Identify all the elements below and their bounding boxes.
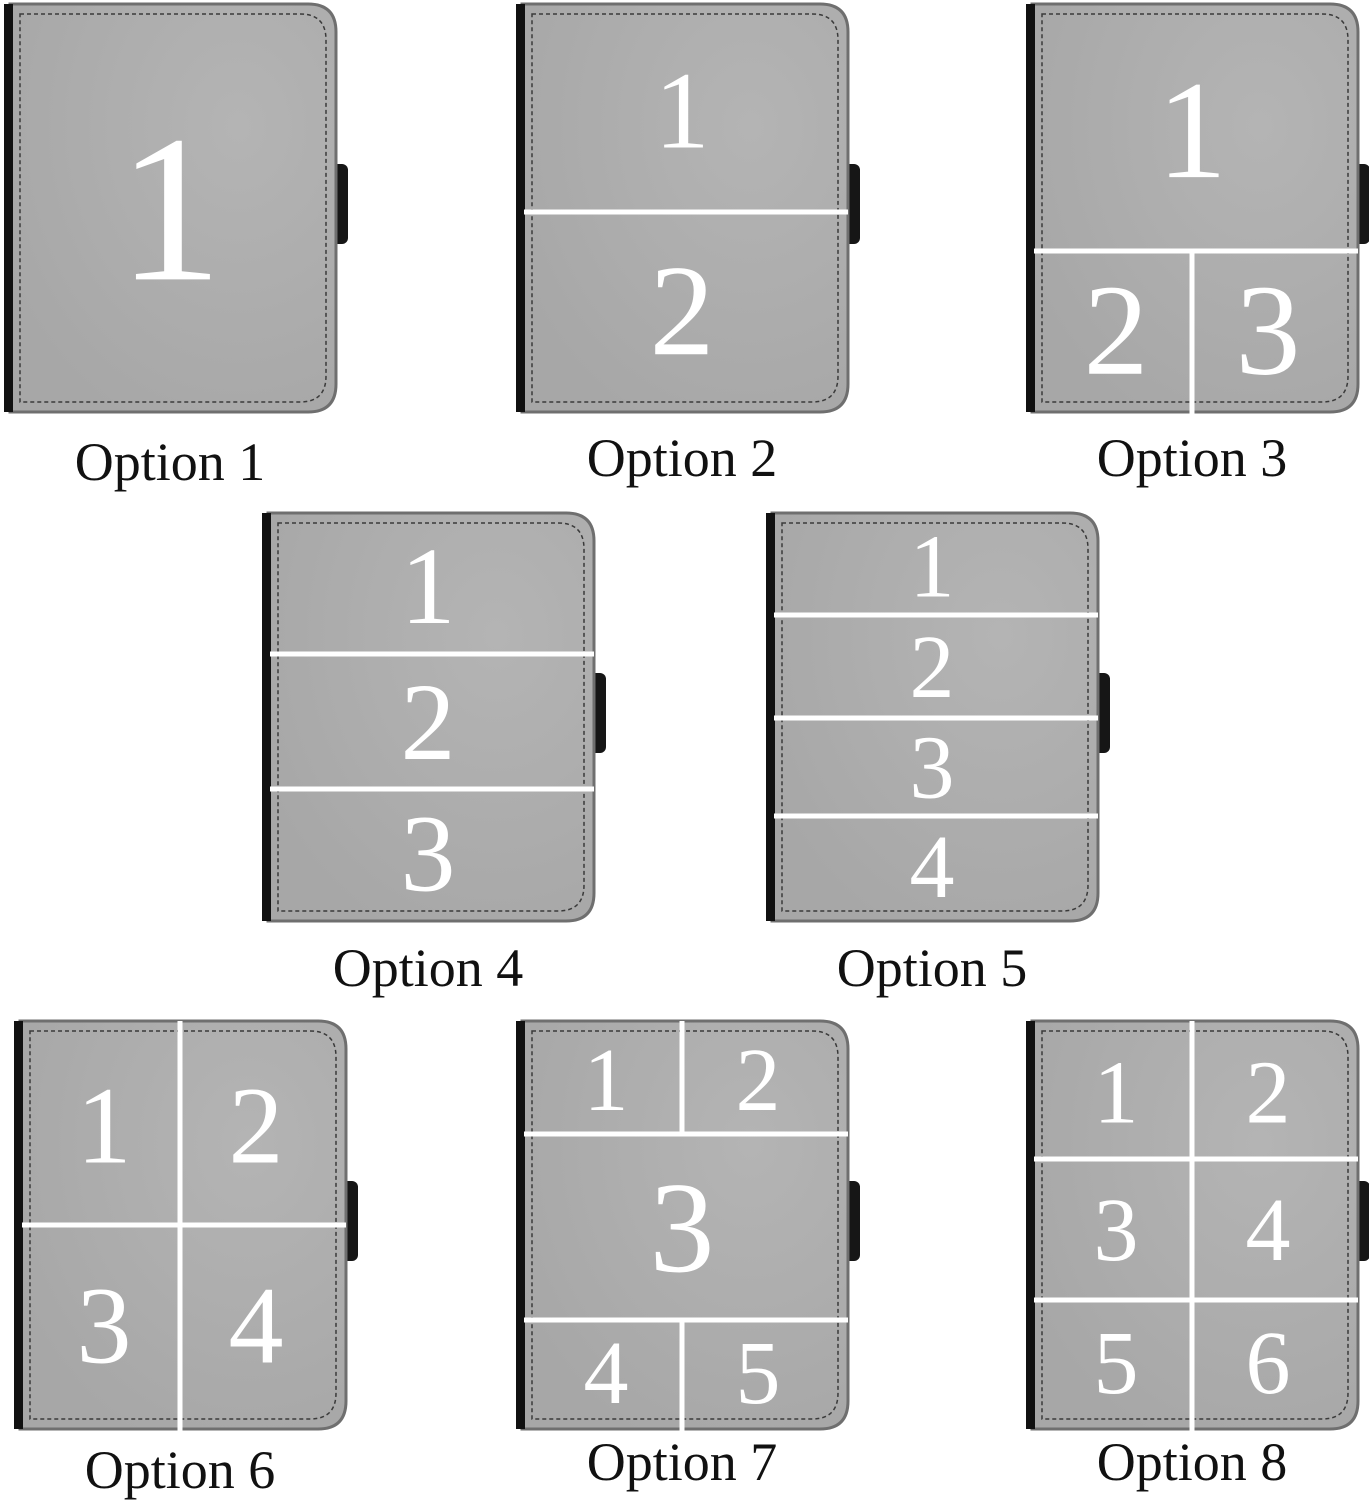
cell-number: 2 bbox=[736, 1031, 781, 1130]
case-body bbox=[266, 511, 596, 923]
case-body bbox=[520, 1019, 850, 1431]
case-spine bbox=[4, 4, 13, 412]
option-caption: Option 5 bbox=[836, 938, 1028, 998]
cell-number: 2 bbox=[401, 661, 456, 783]
cell-number: 5 bbox=[736, 1324, 781, 1423]
cell-number: 3 bbox=[910, 719, 955, 818]
cell-number: 4 bbox=[910, 818, 955, 917]
cell-number: 3 bbox=[77, 1264, 132, 1386]
option-caption: Option 7 bbox=[586, 1432, 778, 1492]
cell-number: 1 bbox=[1094, 1044, 1139, 1143]
cell-number: 1 bbox=[77, 1064, 132, 1186]
case-spine bbox=[1026, 1021, 1035, 1429]
option-caption: Option 2 bbox=[586, 428, 778, 488]
wallet-case-illustration: 1 234 5 bbox=[516, 1019, 860, 1433]
layout-option-8[interactable]: 1 2 3 4 5 6 bbox=[1026, 1019, 1369, 1439]
cell-number: 3 bbox=[1236, 259, 1301, 403]
cell-number: 1 bbox=[401, 525, 456, 647]
wallet-case-illustration: 12 bbox=[516, 2, 860, 414]
option-caption: Option 3 bbox=[1096, 428, 1288, 488]
cell-number: 4 bbox=[229, 1264, 284, 1386]
case-body bbox=[8, 2, 338, 414]
cell-number: 2 bbox=[650, 239, 715, 383]
wallet-case-illustration: 1 23 bbox=[262, 511, 606, 923]
case-spine bbox=[766, 513, 775, 921]
cell-number: 4 bbox=[584, 1324, 629, 1423]
cell-number: 2 bbox=[1084, 259, 1149, 403]
option-caption: Option 1 bbox=[74, 432, 266, 492]
cell-number: 6 bbox=[1246, 1314, 1291, 1413]
case-spine bbox=[262, 513, 271, 921]
case-body bbox=[1030, 1019, 1360, 1431]
case-body bbox=[520, 2, 850, 414]
case-stitching bbox=[29, 1030, 337, 1420]
case-stitching bbox=[531, 13, 839, 403]
case-stitching bbox=[1041, 1030, 1349, 1420]
case-spine bbox=[516, 4, 525, 412]
case-body bbox=[1030, 2, 1360, 414]
cell-number: 3 bbox=[650, 1156, 715, 1300]
cell-number: 1 bbox=[118, 93, 223, 325]
cell-number: 2 bbox=[1246, 1044, 1291, 1143]
cell-number: 3 bbox=[401, 792, 456, 914]
cell-number: 4 bbox=[1246, 1181, 1291, 1280]
cell-number: 3 bbox=[1094, 1181, 1139, 1280]
layout-option-1[interactable]: 1 bbox=[4, 2, 366, 422]
cell-number: 1 bbox=[584, 1031, 629, 1130]
case-spine bbox=[1026, 4, 1035, 412]
case-stitching bbox=[1041, 13, 1349, 403]
cell-number: 1 bbox=[655, 49, 710, 171]
option-caption: Option 6 bbox=[84, 1440, 276, 1500]
cell-number: 2 bbox=[229, 1064, 284, 1186]
cell-number: 2 bbox=[910, 618, 955, 717]
case-stitching bbox=[277, 522, 585, 912]
case-spine bbox=[516, 1021, 525, 1429]
wallet-case-illustration: 1 bbox=[4, 2, 348, 414]
cell-number: 1 bbox=[910, 518, 955, 617]
wallet-case-illustration: 1 2 3 4 5 6 bbox=[1026, 1019, 1369, 1433]
cell-number: 5 bbox=[1094, 1314, 1139, 1413]
cell-number: 1 bbox=[1157, 53, 1227, 208]
option-caption: Option 4 bbox=[332, 938, 524, 998]
case-stitching bbox=[781, 522, 1089, 912]
case-stitching bbox=[531, 1030, 839, 1420]
case-stitching bbox=[19, 13, 327, 403]
case-spine bbox=[14, 1021, 23, 1429]
option-caption: Option 8 bbox=[1096, 1432, 1288, 1492]
